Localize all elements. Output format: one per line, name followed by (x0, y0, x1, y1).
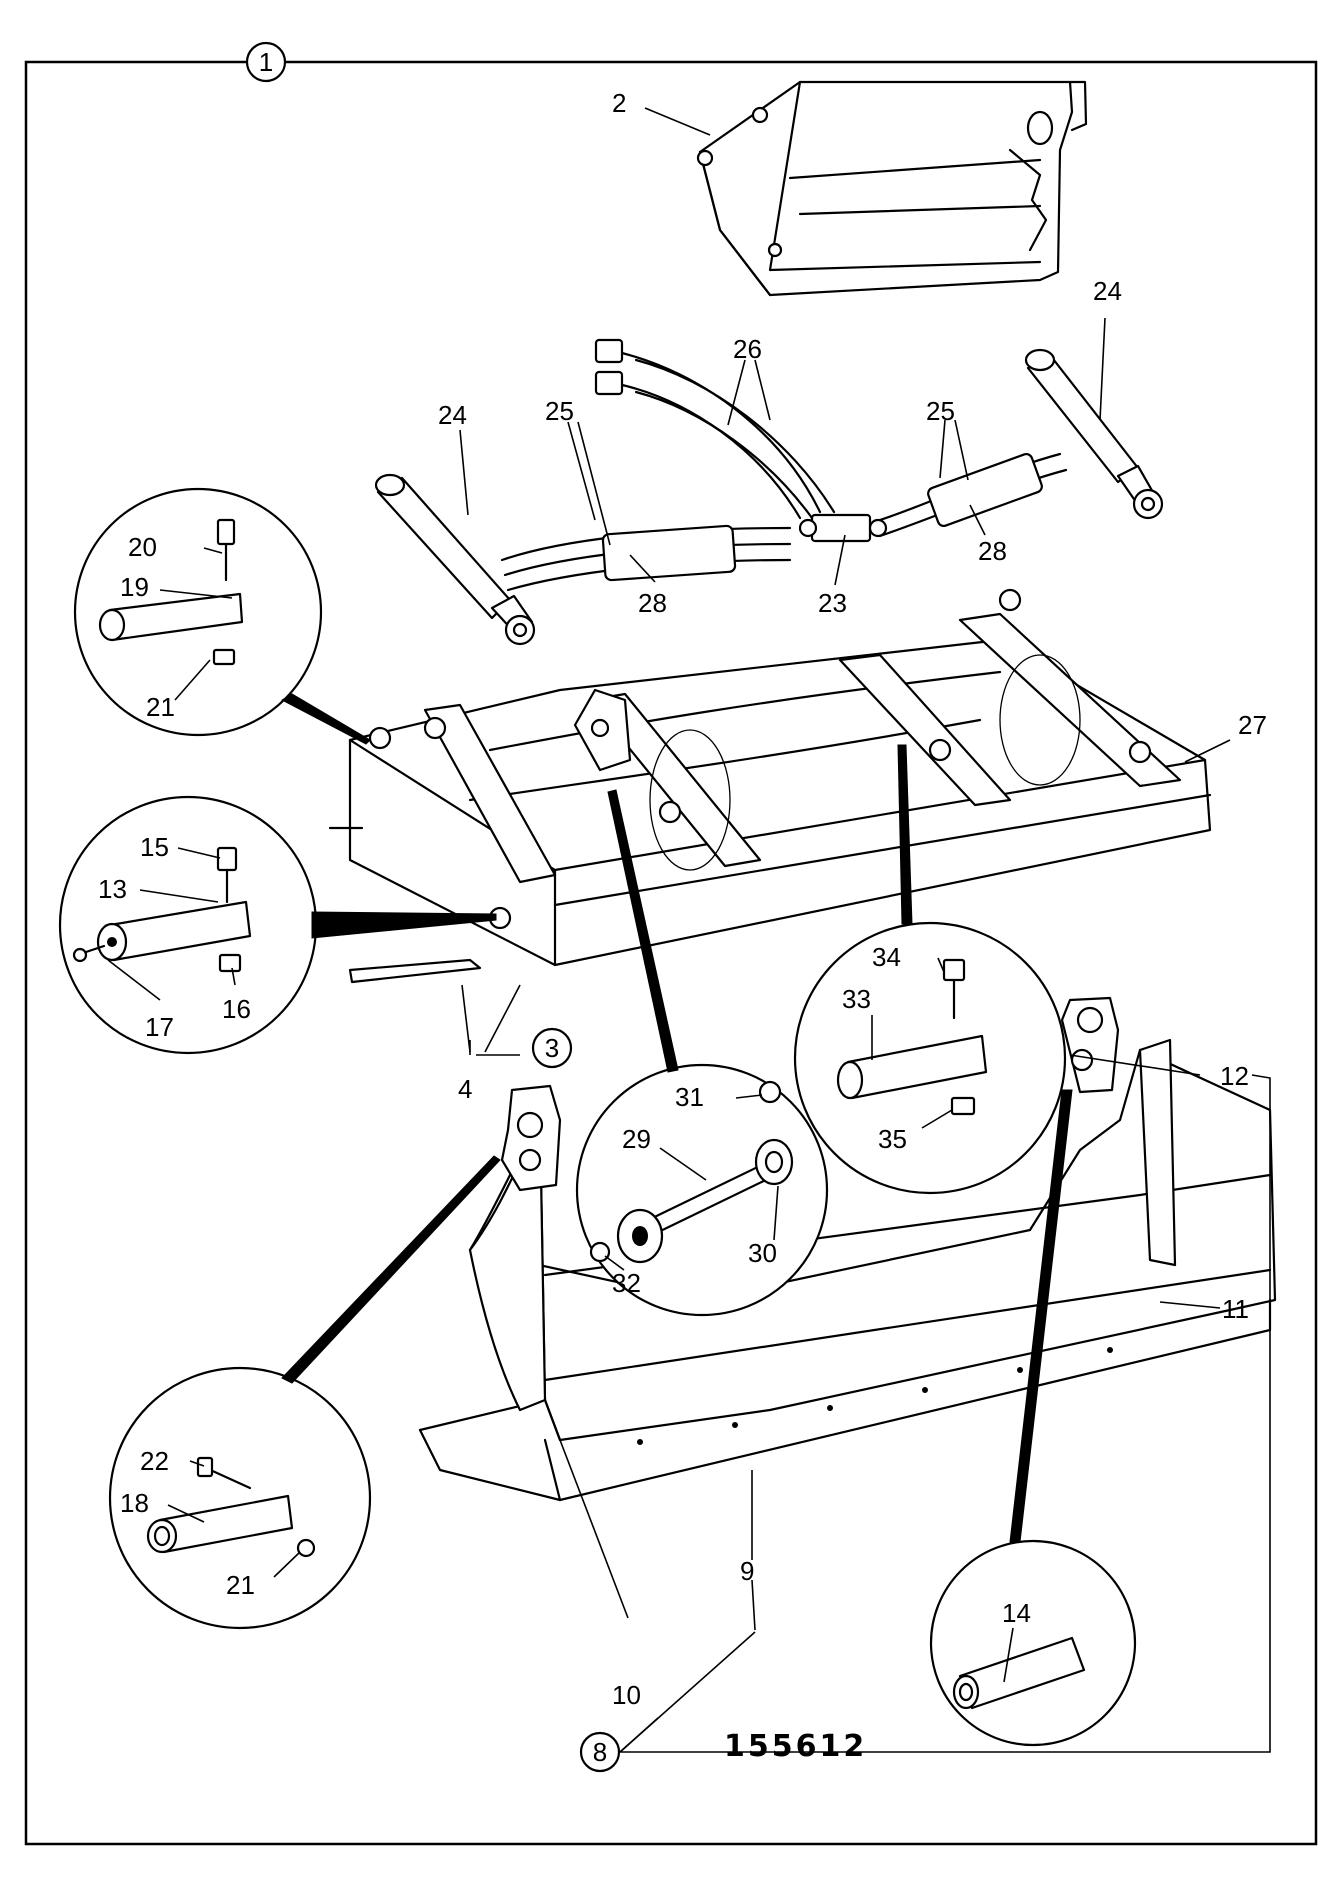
part-label-21-bottom: 21 (226, 1570, 255, 1600)
part-label-19: 19 (120, 572, 149, 602)
part-labels: 2 24 26 24 25 25 28 28 23 27 20 19 21 15… (98, 88, 1267, 1710)
part-label-28-left: 28 (638, 588, 667, 618)
part-label-23: 23 (818, 588, 847, 618)
detail-pin-14-parts (952, 1636, 1086, 1710)
figure-reference-number: 155612 (724, 1729, 867, 1764)
assembly-ref-3: 3 (531, 1027, 573, 1069)
part-label-33: 33 (842, 984, 871, 1014)
assembly-ref-1: 1 (245, 41, 287, 83)
part-label-11: 11 (1222, 1294, 1249, 1324)
detail-pin-18-parts (146, 1456, 316, 1558)
part-label-2: 2 (612, 88, 626, 118)
part-label-16: 16 (222, 994, 251, 1024)
part-label-14: 14 (1002, 1598, 1031, 1628)
small-bucket-drawing (696, 80, 1088, 297)
detail-pin-13-parts (72, 846, 252, 973)
part-label-20: 20 (128, 532, 157, 562)
callout-leader-tails (280, 693, 1073, 1543)
detail-pin-19-parts (98, 518, 244, 666)
part-label-28-right: 28 (978, 536, 1007, 566)
part-label-24-right: 24 (1093, 276, 1122, 306)
part-label-9: 9 (740, 1556, 754, 1586)
part-label-15: 15 (140, 832, 169, 862)
part-label-27: 27 (1238, 710, 1267, 740)
part-label-31: 31 (675, 1082, 704, 1112)
part-label-10: 10 (612, 1680, 641, 1710)
part-label-25-right: 25 (926, 396, 955, 426)
part-label-30: 30 (748, 1238, 777, 1268)
assembly-ref-8: 8 (579, 1731, 621, 1773)
part-label-12: 12 (1220, 1061, 1249, 1091)
assembly-ref-3-text: 3 (545, 1033, 559, 1063)
assembly-ref-8-text: 8 (593, 1737, 607, 1767)
part-label-17: 17 (145, 1012, 174, 1042)
part-label-29: 29 (622, 1124, 651, 1154)
part-label-24-left: 24 (438, 400, 467, 430)
detail-circle-pin-14 (929, 1539, 1137, 1747)
part-label-26: 26 (733, 334, 762, 364)
loader-frame-drawing (328, 588, 1212, 984)
label-leader-lines (107, 61, 1316, 1753)
detail-link-29-parts (589, 1080, 794, 1264)
part-label-35: 35 (878, 1124, 907, 1154)
detail-circle-pin-18 (108, 1366, 372, 1630)
part-label-32: 32 (612, 1268, 641, 1298)
part-label-34: 34 (872, 942, 901, 972)
hydraulic-rams-and-hoses-drawing (374, 338, 1164, 646)
assembly-ref-1-text: 1 (259, 47, 273, 77)
part-label-22: 22 (140, 1446, 169, 1476)
part-label-21-top: 21 (146, 692, 175, 722)
part-label-13: 13 (98, 874, 127, 904)
part-label-25-left: 25 (545, 396, 574, 426)
part-label-4: 4 (458, 1074, 472, 1104)
part-label-18: 18 (120, 1488, 149, 1518)
